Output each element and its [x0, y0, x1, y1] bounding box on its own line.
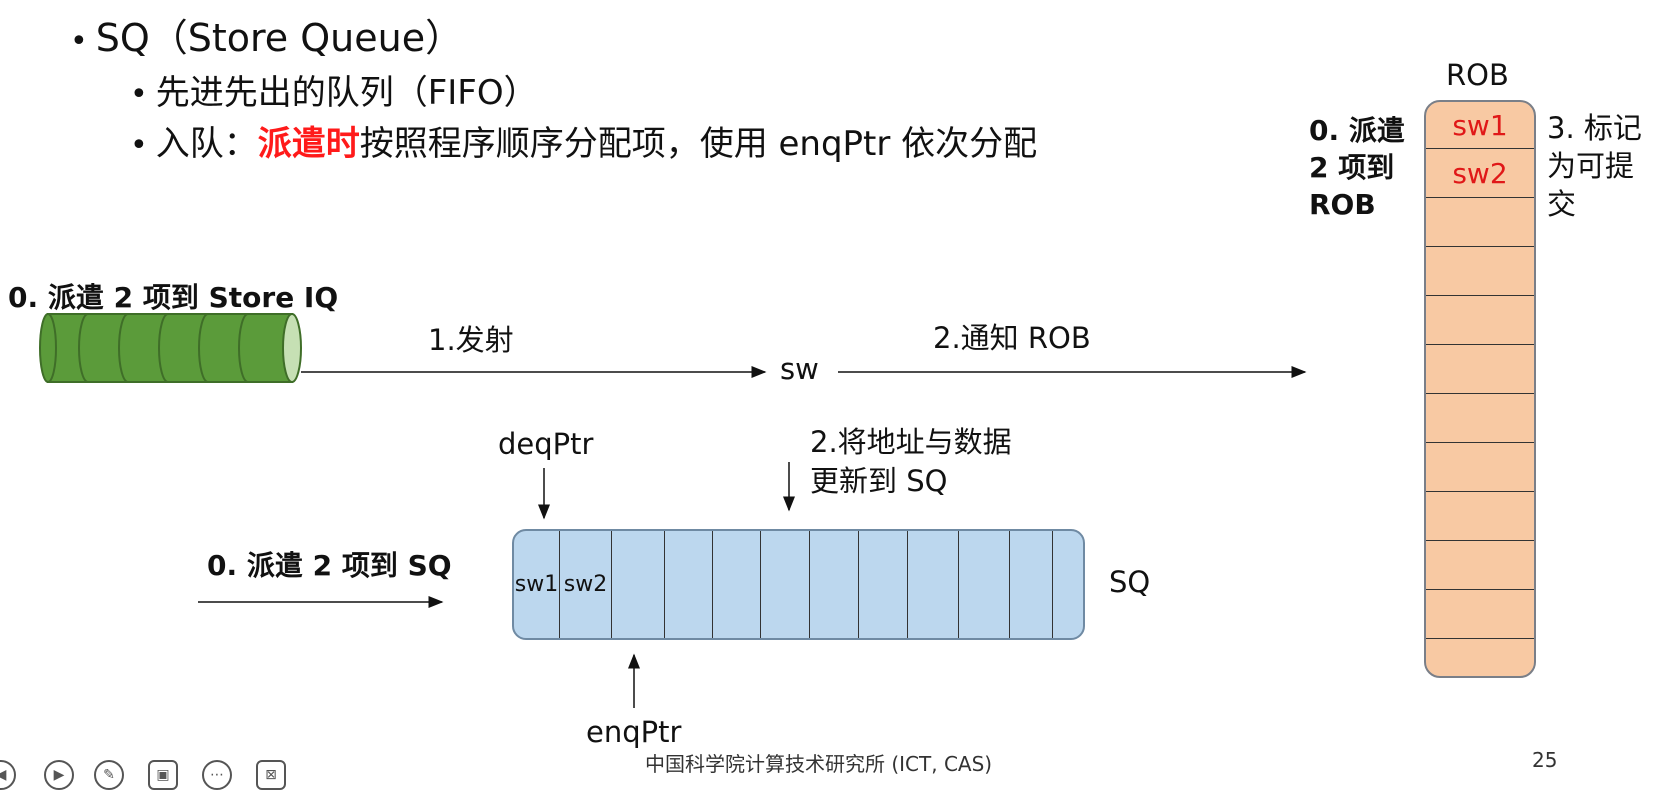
- sq-cell: [859, 531, 908, 638]
- rob-cell: sw2: [1426, 149, 1534, 198]
- rob-cell: [1426, 247, 1534, 296]
- store-iq-cylinder: [39, 313, 302, 383]
- bullet-dot: •: [130, 77, 148, 112]
- pen-icon[interactable]: ✎: [94, 760, 124, 790]
- next-icon[interactable]: ▶: [44, 760, 74, 790]
- rob-queue: sw1 sw2: [1424, 100, 1536, 678]
- notify-rob-label: 2.通知 ROB: [933, 321, 1091, 355]
- dispatch-iq-label: 0. 派遣 2 项到 Store IQ: [8, 281, 339, 314]
- bullet-text: 按照程序顺序分配项，使用 enqPtr 依次分配: [359, 124, 1038, 164]
- sq-queue: sw1 sw2: [512, 529, 1085, 640]
- rob-cell: [1426, 296, 1534, 345]
- bullet-dot: •: [130, 128, 148, 163]
- sq-cell: [665, 531, 713, 638]
- sq-cell: sw1: [514, 531, 560, 638]
- sq-cell: [1010, 531, 1053, 638]
- dispatch-rob-label-2: 2 项到: [1309, 151, 1395, 184]
- sq-cell: sw2: [560, 531, 612, 638]
- issue-label: 1.发射: [428, 323, 514, 357]
- slides-icon[interactable]: ▣: [148, 760, 178, 790]
- bullet-enqueue: •入队：派遣时按照程序顺序分配项，使用 enqPtr 依次分配: [130, 124, 1037, 166]
- rob-cell: [1426, 443, 1534, 492]
- sq-cell: [612, 531, 665, 638]
- rob-cell: [1426, 492, 1534, 541]
- dispatch-rob-label-3: ROB: [1309, 188, 1376, 221]
- deqptr-label: deqPtr: [498, 427, 594, 461]
- rob-cell: [1426, 345, 1534, 394]
- rob-cell: [1426, 541, 1534, 590]
- end-show-icon[interactable]: ⊠: [256, 760, 286, 790]
- bullet-fifo: •先进先出的队列（FIFO）: [130, 73, 538, 115]
- mark-label-1: 3. 标记: [1547, 111, 1642, 145]
- rob-cell: [1426, 590, 1534, 639]
- rob-cell: sw1: [1426, 102, 1534, 149]
- dispatch-sq-label: 0. 派遣 2 项到 SQ: [207, 549, 452, 582]
- more-options-icon[interactable]: ⋯: [202, 760, 232, 790]
- sq-label: SQ: [1109, 565, 1151, 599]
- enqptr-label: enqPtr: [586, 715, 682, 749]
- footer-institute: 中国科学院计算技术研究所 (ICT, CAS): [645, 752, 993, 776]
- update-sq-label-1: 2.将地址与数据: [810, 425, 1012, 459]
- mark-label-3: 交: [1547, 187, 1577, 221]
- bullet-dot: •: [70, 24, 88, 59]
- sq-cell: [959, 531, 1010, 638]
- rob-cell: [1426, 198, 1534, 247]
- sw-label: sw: [780, 352, 819, 386]
- page-number: 25: [1532, 748, 1558, 772]
- sq-cell: [810, 531, 859, 638]
- bullet-text: 入队：: [155, 124, 258, 164]
- dispatch-rob-label-1: 0. 派遣: [1309, 114, 1405, 147]
- mark-label-2: 为可提: [1547, 149, 1635, 183]
- sq-cell: [1053, 531, 1083, 638]
- rob-title: ROB: [1446, 58, 1509, 92]
- sq-cell: [761, 531, 810, 638]
- highlight-text: 派遣时: [257, 124, 360, 164]
- bullet-text: 先进先出的队列（FIFO）: [155, 73, 538, 113]
- sq-cell: [713, 531, 761, 638]
- bullet-sq-title: •SQ（Store Queue）: [70, 16, 463, 64]
- update-sq-label-2: 更新到 SQ: [810, 464, 948, 498]
- rob-cell: [1426, 639, 1534, 676]
- sq-cell: [908, 531, 959, 638]
- bullet-text: SQ（Store Queue）: [95, 16, 464, 60]
- rob-cell: [1426, 394, 1534, 443]
